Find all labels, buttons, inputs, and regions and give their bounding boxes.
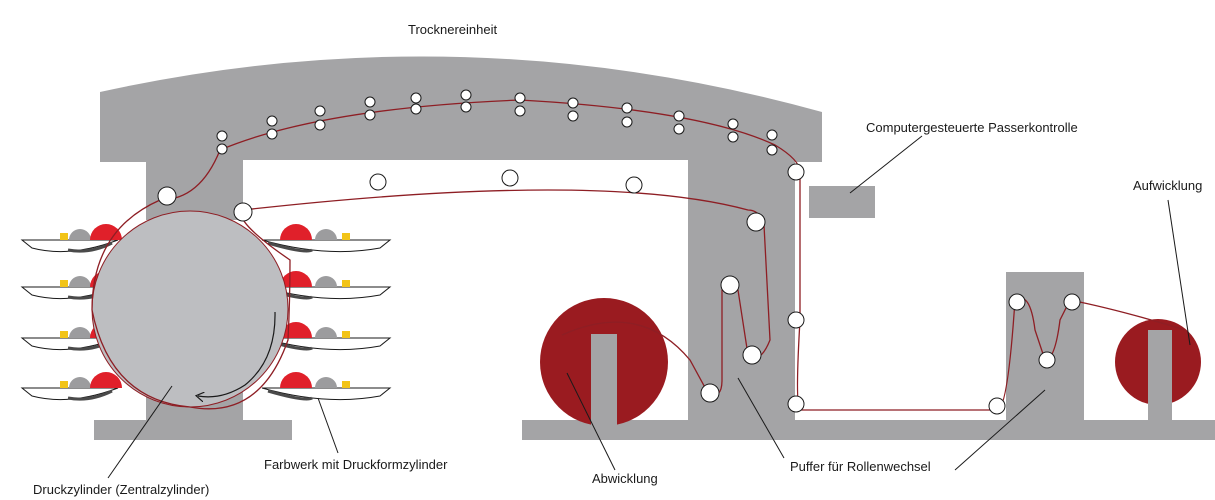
roller-icon bbox=[766, 129, 778, 141]
dryer-right-tower bbox=[688, 160, 795, 422]
leader-register bbox=[849, 135, 923, 194]
inking-unit-right bbox=[261, 372, 392, 401]
plate-cylinder bbox=[280, 372, 312, 388]
unwind-core bbox=[591, 334, 617, 426]
roller-icon bbox=[460, 89, 472, 101]
leader-buffer bbox=[737, 377, 785, 459]
roller-icon bbox=[216, 130, 228, 142]
label-rewind: Aufwicklung bbox=[1133, 178, 1202, 193]
roller-icon bbox=[410, 103, 422, 115]
roller-icon bbox=[364, 96, 376, 108]
anilox-roller bbox=[69, 327, 91, 338]
roller-icon bbox=[314, 119, 326, 131]
roller-icon bbox=[567, 110, 579, 122]
leader-impression bbox=[107, 385, 173, 479]
roller-icon bbox=[787, 395, 805, 413]
base-beam bbox=[522, 420, 1215, 440]
doctor-blade bbox=[267, 389, 313, 401]
ink-yellow-block bbox=[342, 280, 350, 287]
plate-cylinder bbox=[90, 372, 122, 388]
plate-cylinder bbox=[280, 271, 312, 287]
anilox-roller bbox=[315, 377, 337, 388]
plate-cylinder bbox=[280, 224, 312, 240]
leader-inking bbox=[317, 397, 339, 454]
roller-icon bbox=[514, 92, 526, 104]
ink-yellow-block bbox=[342, 233, 350, 240]
inking-unit-left bbox=[20, 224, 122, 253]
roller-icon bbox=[625, 176, 643, 194]
roller-icon bbox=[673, 110, 685, 122]
ink-yellow-block bbox=[342, 331, 350, 338]
roller-icon bbox=[369, 173, 387, 191]
anilox-roller bbox=[69, 276, 91, 287]
roller-icon bbox=[621, 102, 633, 114]
anilox-roller bbox=[69, 229, 91, 240]
label-buffer: Puffer für Rollenwechsel bbox=[790, 459, 931, 474]
roller-icon bbox=[460, 101, 472, 113]
roller-icon bbox=[742, 345, 762, 365]
label-register-control: Computergesteuerte Passerkontrolle bbox=[866, 120, 1078, 135]
guide-rollers bbox=[157, 89, 1081, 415]
roller-icon bbox=[1008, 293, 1026, 311]
label-dryer: Trocknereinheit bbox=[408, 22, 498, 37]
roller-icon bbox=[1063, 293, 1081, 311]
roller-icon bbox=[621, 116, 633, 128]
register-control-box bbox=[809, 186, 875, 218]
roller-icon bbox=[514, 105, 526, 117]
ink-tray bbox=[261, 387, 392, 401]
anilox-roller bbox=[69, 377, 91, 388]
doctor-blade bbox=[267, 241, 313, 253]
inking-unit-left bbox=[20, 372, 122, 401]
anilox-roller bbox=[315, 229, 337, 240]
rewind-core bbox=[1148, 330, 1172, 422]
label-unwind: Abwicklung bbox=[592, 471, 658, 486]
roller-icon bbox=[787, 311, 805, 329]
ink-yellow-block bbox=[60, 331, 68, 338]
roller-icon bbox=[766, 144, 778, 156]
ink-yellow-block bbox=[342, 381, 350, 388]
anilox-roller bbox=[315, 327, 337, 338]
roller-icon bbox=[787, 163, 805, 181]
roller-icon bbox=[1038, 351, 1056, 369]
roller-icon bbox=[673, 123, 685, 135]
anilox-roller bbox=[315, 276, 337, 287]
roller-icon bbox=[727, 131, 739, 143]
cylinder-foot bbox=[94, 420, 292, 440]
roller-icon bbox=[266, 115, 278, 127]
ink-yellow-block bbox=[60, 280, 68, 287]
roller-icon bbox=[567, 97, 579, 109]
inking-unit-right bbox=[261, 224, 392, 253]
roller-icon bbox=[700, 383, 720, 403]
roller-icon bbox=[720, 275, 740, 295]
roller-icon bbox=[746, 212, 766, 232]
roller-icon bbox=[157, 186, 177, 206]
roller-icon bbox=[364, 109, 376, 121]
roller-icon bbox=[727, 118, 739, 130]
leader-rewind bbox=[1167, 199, 1191, 346]
roller-icon bbox=[233, 202, 253, 222]
curved-arrow-icon bbox=[198, 311, 276, 397]
ink-yellow-block bbox=[60, 381, 68, 388]
inking-unit-right bbox=[261, 271, 392, 300]
roller-icon bbox=[216, 143, 228, 155]
roller-icon bbox=[314, 105, 326, 117]
label-inking-unit: Farbwerk mit Druckformzylinder bbox=[264, 457, 448, 472]
ink-tray bbox=[261, 239, 392, 253]
ink-yellow-block bbox=[60, 233, 68, 240]
impression-cylinder bbox=[91, 210, 289, 408]
leader-buffer-2 bbox=[954, 389, 1046, 471]
roller-icon bbox=[988, 397, 1006, 415]
doctor-blade bbox=[67, 389, 113, 401]
leader-lines bbox=[107, 135, 1191, 479]
roller-icon bbox=[266, 128, 278, 140]
leader-unwind bbox=[566, 372, 616, 471]
roller-icon bbox=[501, 169, 519, 187]
roller-icon bbox=[410, 92, 422, 104]
label-impression-cylinder: Druckzylinder (Zentralzylinder) bbox=[33, 482, 209, 497]
